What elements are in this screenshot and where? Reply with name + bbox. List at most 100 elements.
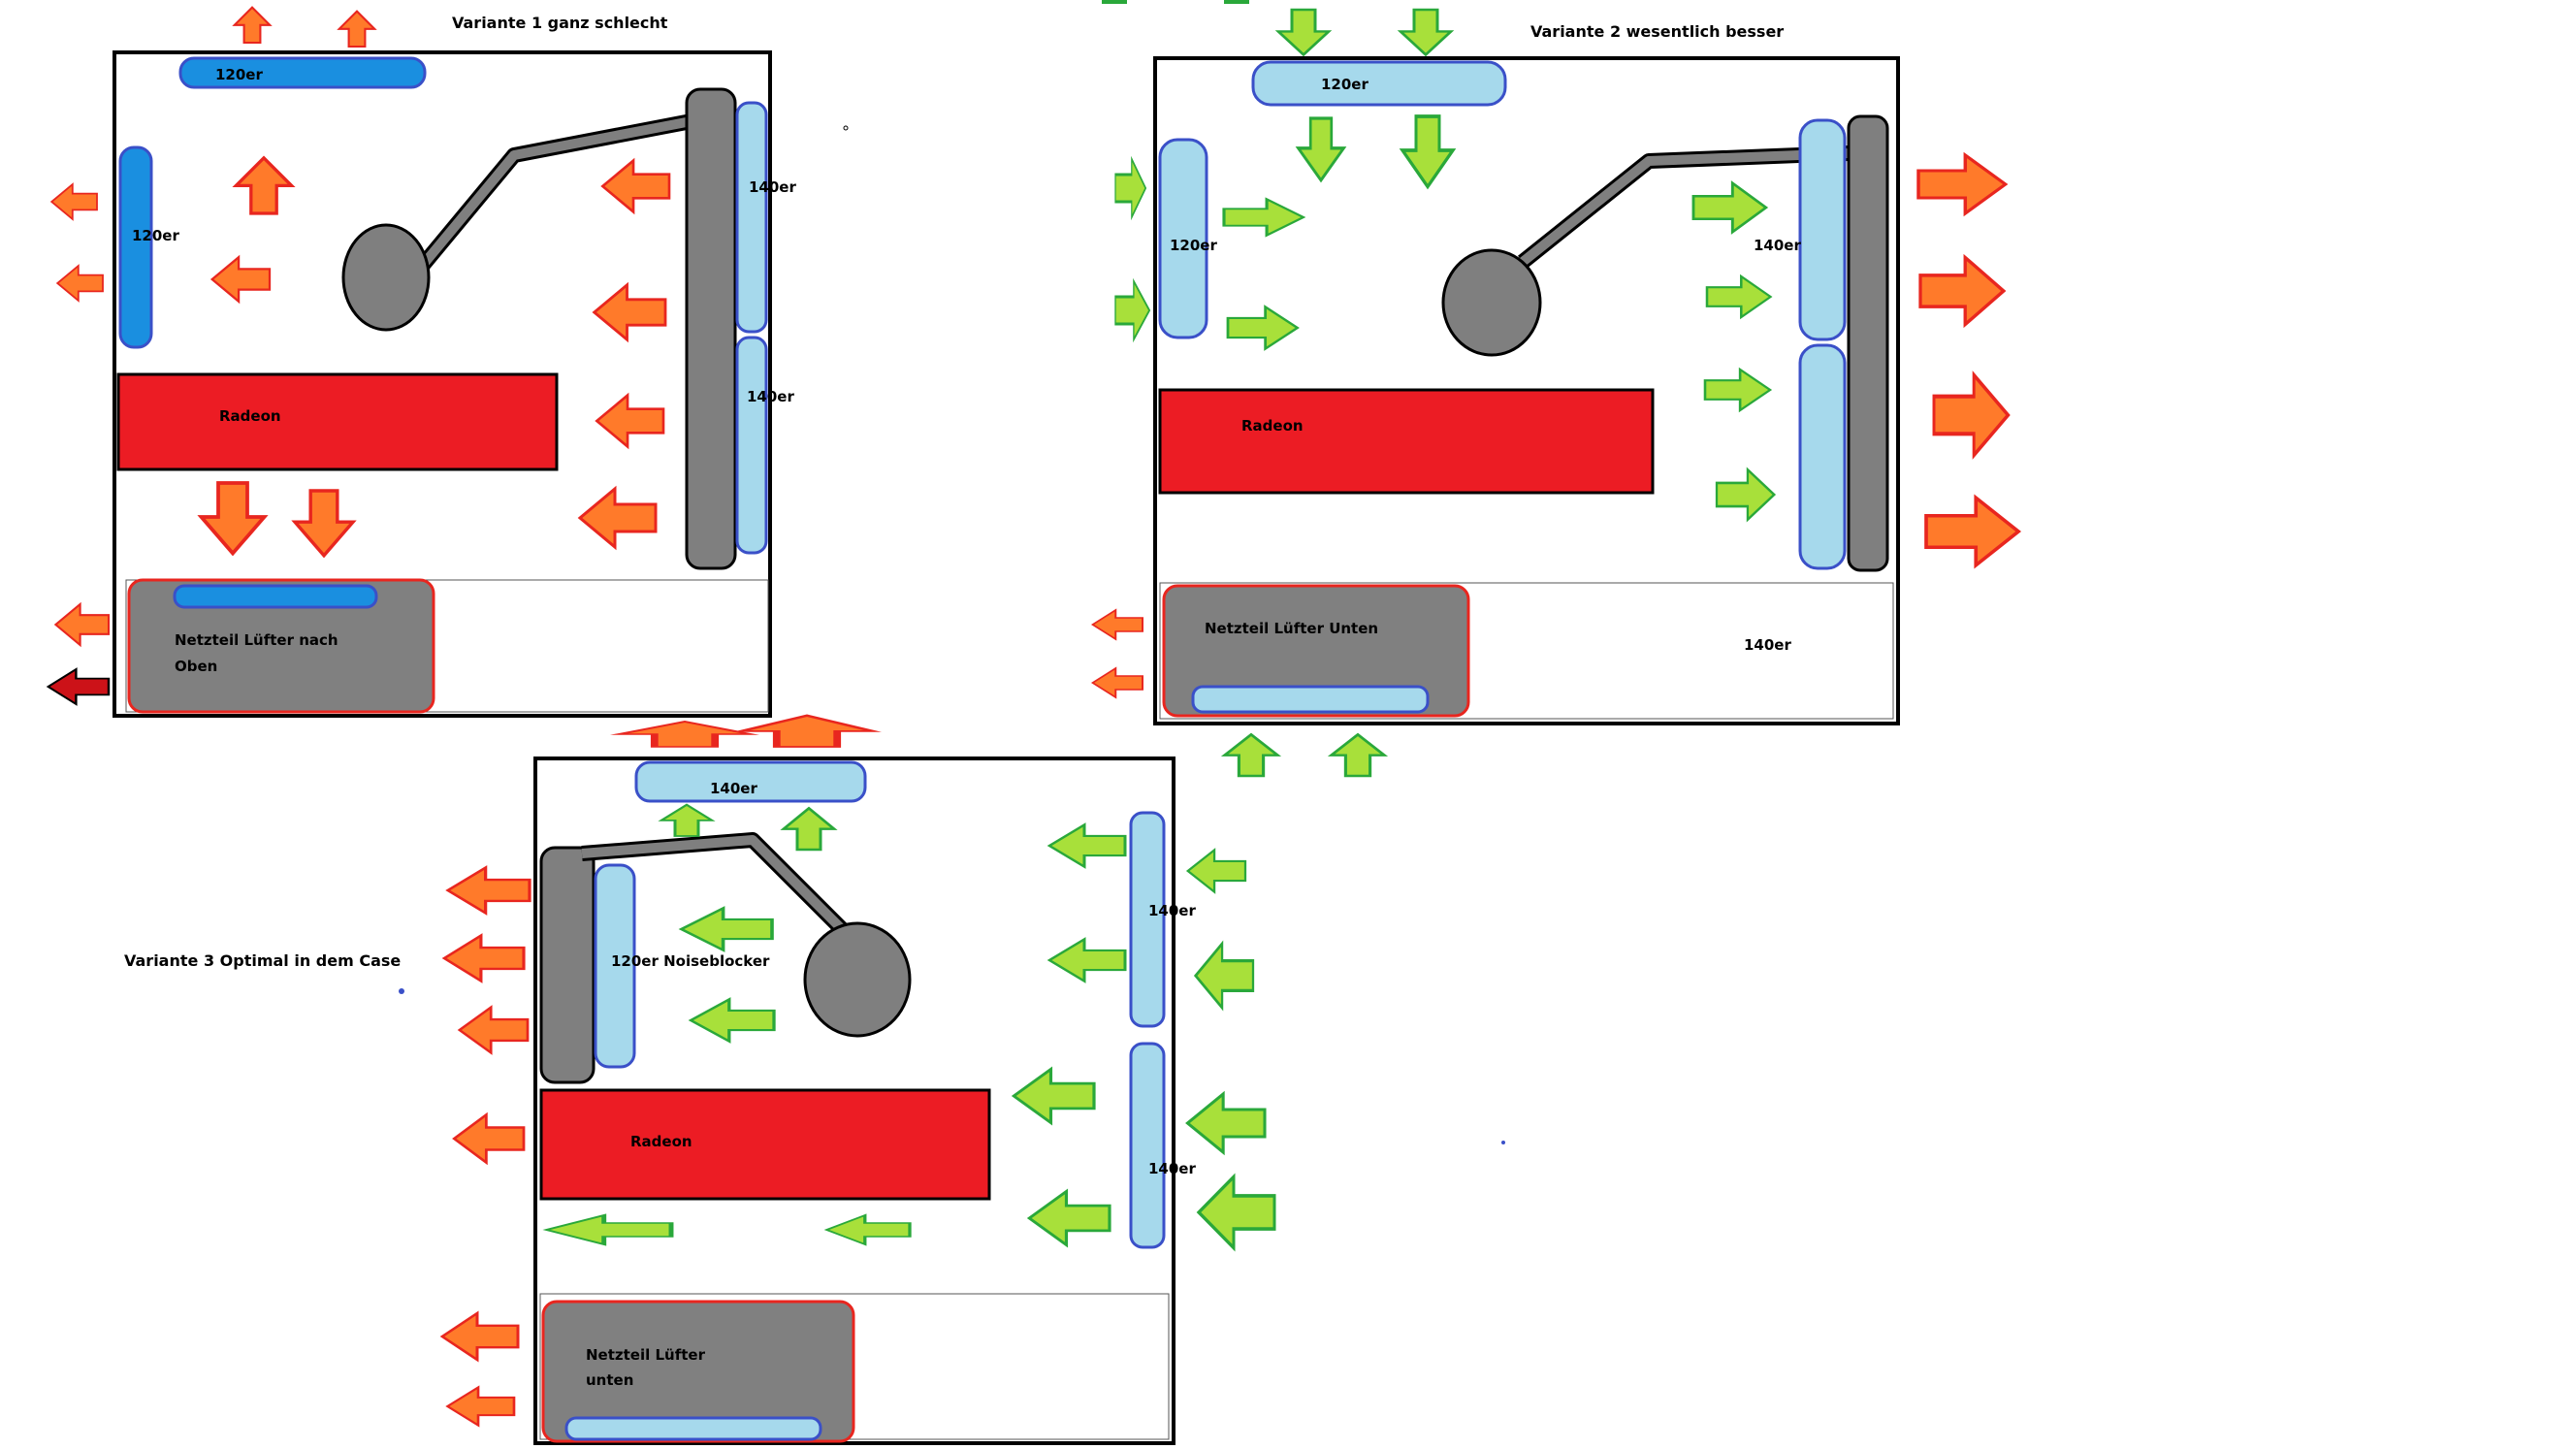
- intake-arrow: [1705, 274, 1772, 319]
- psu: [127, 578, 435, 714]
- exhaust-arrow: [601, 159, 671, 213]
- right-fan-1-label: 140er: [1148, 902, 1196, 919]
- stray-dot: [1501, 1141, 1505, 1144]
- case-frame: [113, 50, 772, 718]
- right-fan-2: [1129, 1042, 1166, 1249]
- intake-arrow: [1012, 1067, 1096, 1125]
- case-frame: [1153, 56, 1900, 725]
- intake-arrow: [1194, 942, 1255, 1010]
- psu-fan: [564, 1416, 822, 1441]
- cpu-cooler: [803, 921, 912, 1038]
- intake-arrow: [1401, 114, 1455, 189]
- intake-arrow: [1113, 279, 1151, 341]
- right-fan-1-label: 140er: [749, 178, 796, 196]
- intake-arrow: [1197, 1175, 1276, 1250]
- intake-arrow: [660, 803, 714, 838]
- case-frame: [533, 757, 1175, 1445]
- variant-1-title: Variante 1 ganz schlecht: [452, 14, 668, 32]
- cooler-fan: [594, 863, 636, 1069]
- right-fan-label: 140er: [1754, 237, 1801, 254]
- intake-arrow: [1223, 732, 1279, 778]
- green-tick: [1224, 0, 1249, 4]
- green-tick: [1102, 0, 1127, 4]
- stray-dot: [843, 125, 849, 131]
- top-fan-label: 120er: [1321, 76, 1368, 93]
- psu-label-line2: unten: [586, 1371, 633, 1389]
- exhaust-arrow: [578, 487, 658, 549]
- left-fan-label: 120er: [1170, 237, 1217, 254]
- exhaust-arrow: [440, 1311, 520, 1362]
- psu-bay: [125, 579, 769, 713]
- variant-1: Variante 1 ganz schlecht 120er 120er Rad…: [47, 6, 849, 718]
- intake-arrow: [1185, 1092, 1267, 1154]
- left-fan-label: 120er: [132, 227, 179, 244]
- intake-arrow: [1276, 8, 1331, 56]
- exhaust-arrow: [1924, 496, 2020, 567]
- psu: [1162, 584, 1470, 718]
- right-fan-2: [1798, 343, 1847, 570]
- left-fan: [118, 145, 153, 349]
- variant-3-title: Variante 3 Optimal in dem Case: [124, 951, 401, 970]
- exhaust-arrow: [452, 1113, 526, 1164]
- variant-2: Variante 2 wesentlich besser 140er 120er…: [1091, 0, 2020, 778]
- intake-arrow: [1113, 157, 1147, 219]
- intake-arrow: [782, 806, 836, 852]
- intake-arrow: [1703, 368, 1772, 412]
- psu: [541, 1300, 855, 1443]
- exhaust-arrow: [619, 722, 750, 747]
- intake-arrow: [1226, 306, 1300, 350]
- cooler-heatpipe-inner: [1519, 148, 1850, 266]
- top-fan-label: 140er: [710, 780, 757, 797]
- intake-arrow: [689, 997, 776, 1044]
- psu-bay: [539, 1293, 1170, 1440]
- exhaust-arrow: [293, 489, 355, 558]
- exhaust-arrow: [338, 10, 376, 48]
- exhaust-arrow: [1091, 667, 1143, 698]
- psu-exhaust-arrow-shape: [47, 667, 111, 706]
- exhaust-arrow: [199, 481, 267, 556]
- intake-arrow: [1715, 467, 1776, 522]
- intake-arrow: [1330, 732, 1386, 778]
- exhaust-arrow: [596, 394, 665, 448]
- right-fan-1: [735, 101, 768, 334]
- intake-arrow: [546, 1215, 671, 1244]
- radiator: [1847, 114, 1889, 572]
- right-fan-2-label: 140er: [747, 388, 794, 405]
- intake-arrow: [1691, 181, 1768, 234]
- exhaust-arrow: [1091, 609, 1143, 640]
- psu-fan: [173, 584, 378, 609]
- gpu-radeon: [1158, 388, 1655, 495]
- psu-label-line1: Netzteil Lüfter: [586, 1346, 706, 1364]
- right-fan-2-label: 140er: [1148, 1160, 1196, 1177]
- exhaust-arrow: [54, 602, 111, 647]
- cooler-fan-label: 120er Noiseblocker: [611, 952, 770, 970]
- exhaust-arrow: [1934, 375, 2008, 456]
- exhaust-arrow: [50, 183, 98, 220]
- psu-label-line2: Oben: [175, 658, 217, 675]
- cooler-heatpipe-inner: [581, 835, 850, 937]
- psu-exhaust-arrow: [47, 667, 111, 706]
- psu-label: Netzteil Lüfter Unten: [1205, 620, 1378, 637]
- psu-bay: [1159, 582, 1894, 720]
- top-fan: [178, 56, 427, 89]
- variant-2-title: Variante 2 wesentlich besser: [1530, 22, 1784, 41]
- gpu-radeon: [539, 1088, 991, 1201]
- intake-arrow: [1027, 1189, 1111, 1247]
- exhaust-arrow: [1918, 255, 2006, 327]
- left-fan: [1158, 138, 1208, 339]
- right-fan-2: [735, 336, 768, 555]
- radiator: [685, 87, 737, 570]
- exhaust-arrow: [446, 865, 531, 916]
- right-fan-1: [1798, 118, 1847, 341]
- cooler-heatpipe-inner: [415, 115, 697, 274]
- exhaust-arrow: [56, 265, 104, 302]
- stray-dot: [399, 988, 404, 994]
- cpu-cooler: [341, 223, 431, 332]
- psu-label-line1: Netzteil Lüfter nach: [175, 631, 338, 649]
- intake-arrow: [1186, 849, 1247, 893]
- intake-arrow: [1399, 8, 1453, 56]
- gpu-radeon: [116, 372, 559, 471]
- intake-arrow: [1047, 822, 1127, 869]
- intake-arrow: [679, 906, 774, 952]
